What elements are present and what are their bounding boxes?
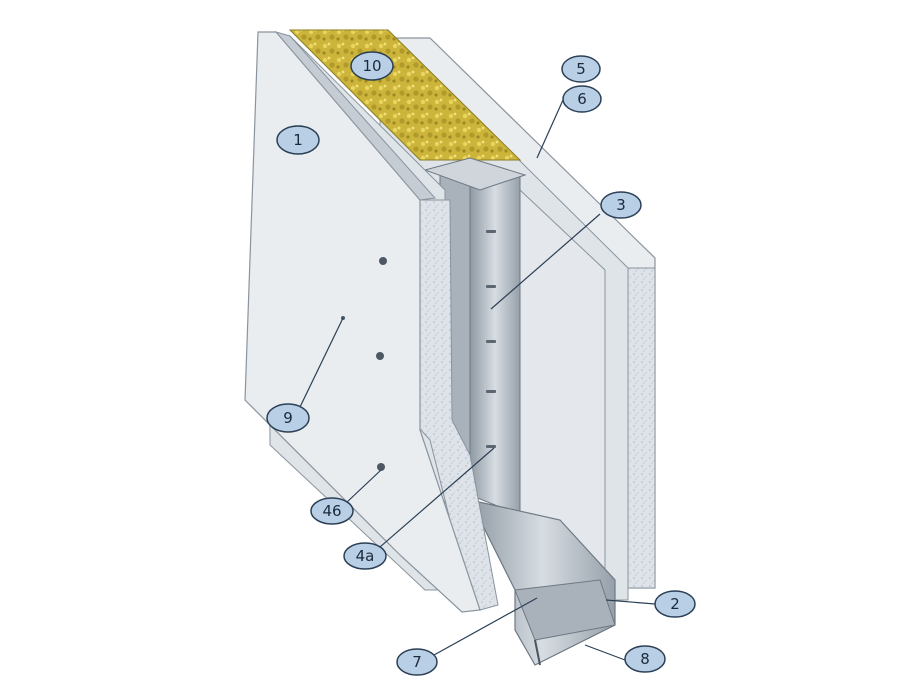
callout-3: 3: [600, 191, 642, 219]
leader-3: [490, 213, 601, 310]
leader-4a: [379, 447, 495, 548]
callout-label-5: 5: [576, 60, 586, 78]
left-board-edge: [274, 31, 437, 201]
callout-4a: 4a: [343, 542, 387, 570]
callout-46: 46: [310, 497, 354, 525]
leader-6: [536, 99, 564, 159]
callout-label-1: 1: [293, 131, 303, 149]
stud-top-cap: [423, 157, 527, 191]
callout-7: 7: [396, 648, 438, 676]
callout-label-3: 3: [616, 196, 626, 214]
leader-lines: [299, 99, 656, 661]
callout-2: 2: [654, 590, 696, 618]
leader-9: [299, 317, 344, 408]
callout-label-6: 6: [577, 90, 587, 108]
callout-label-4a: 4a: [356, 547, 375, 565]
leader-7: [433, 597, 538, 656]
floor-track: [468, 499, 616, 666]
callout-label-9: 9: [283, 409, 293, 427]
callout-9: 9: [266, 403, 310, 433]
leader-2: [605, 599, 656, 605]
floor-track-flange: [514, 579, 616, 641]
callout-label-7: 7: [412, 653, 422, 671]
callout-label-46: 46: [322, 502, 341, 520]
callout-6: 6: [562, 85, 602, 113]
leader-8: [584, 644, 626, 661]
callout-1: 1: [276, 125, 320, 155]
callout-10: 10: [350, 51, 394, 81]
track-fastener: [534, 639, 541, 666]
callout-5: 5: [561, 55, 601, 83]
callout-label-8: 8: [640, 650, 650, 668]
left-board-edge-speckle: [411, 199, 499, 611]
left-board-layers: [244, 31, 499, 613]
callout-8: 8: [624, 645, 666, 673]
insulation-top: [288, 29, 522, 161]
callout-label-10: 10: [362, 57, 381, 75]
leader-46: [345, 469, 382, 504]
screw-heads: [341, 257, 387, 471]
callout-label-2: 2: [670, 595, 680, 613]
insulation-layer: [288, 29, 522, 161]
stud-slots: [486, 230, 496, 448]
